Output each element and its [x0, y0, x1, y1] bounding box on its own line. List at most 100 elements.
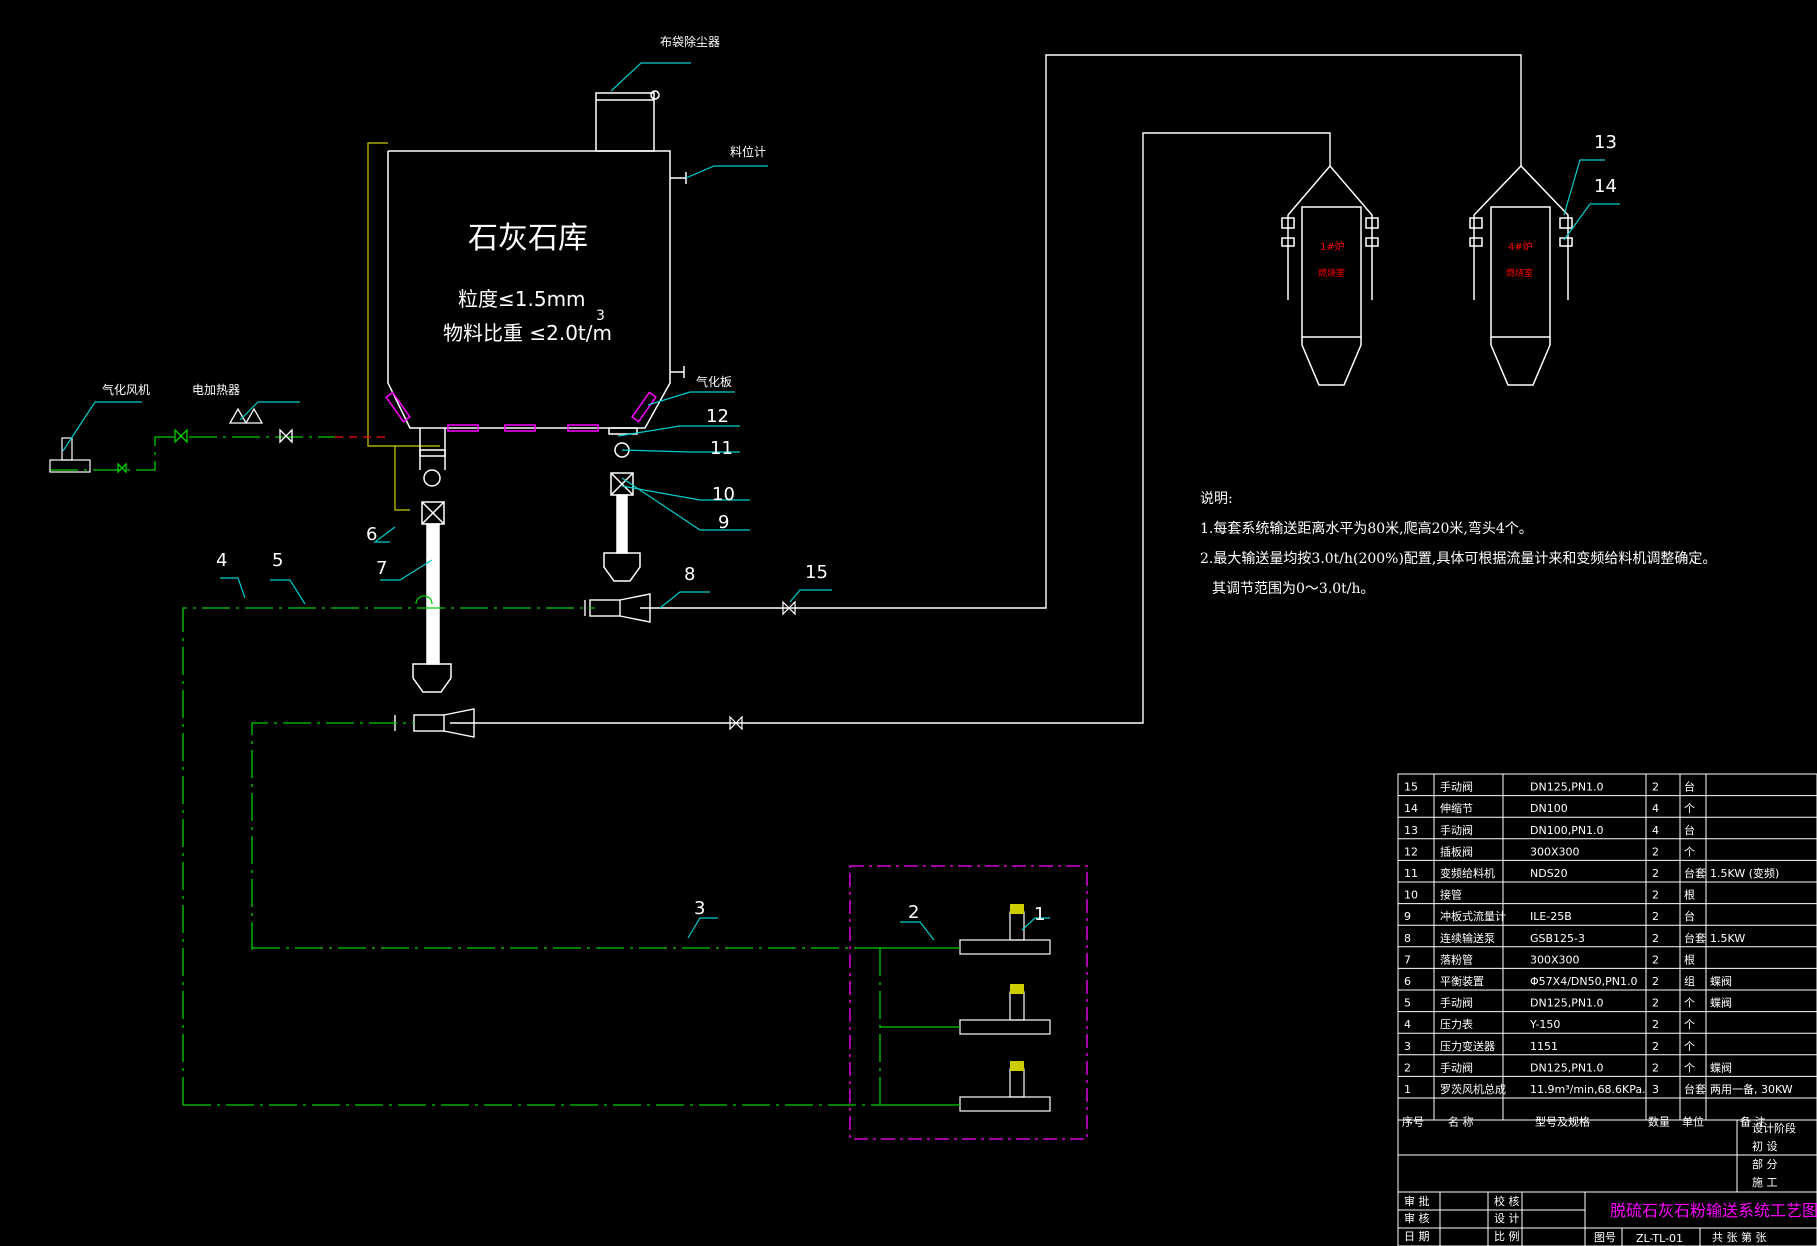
bom-cell-qty: 2 [1652, 997, 1659, 1010]
stage-2: 部 分 [1752, 1157, 1778, 1171]
bom-cell-spec: NDS20 [1530, 867, 1568, 880]
bom-cell-spec: DN125,PN1.0 [1530, 781, 1604, 794]
bom-cell-name: 压力表 [1440, 1017, 1473, 1031]
silo-spec-density-sup: 3 [596, 308, 605, 324]
callout-5: 5 [272, 550, 283, 571]
bom-cell-spec: DN100,PN1.0 [1530, 824, 1604, 837]
bom-cell-qty: 2 [1652, 867, 1659, 880]
bom-cell-remark: 蝶阀 [1710, 996, 1732, 1010]
bom-cell-no: 4 [1404, 1018, 1411, 1031]
bom-header-unit: 单位 [1682, 1115, 1704, 1129]
callout-4: 4 [216, 550, 227, 571]
bom-cell-name: 手动阀 [1440, 1060, 1473, 1074]
title-block [1398, 1155, 1817, 1246]
bom-cell-unit: 台套 [1684, 866, 1706, 880]
callout-3: 3 [694, 898, 705, 919]
conveying-pipes [394, 54, 1522, 738]
callout-6: 6 [366, 524, 377, 545]
bom-cell-name: 落粉管 [1440, 952, 1473, 966]
bom-cell-qty: 2 [1652, 845, 1659, 858]
level-meter-label: 料位计 [730, 144, 766, 159]
stage-label: 设计阶段 [1752, 1121, 1796, 1135]
callout-13: 13 [1594, 132, 1617, 153]
callout-11: 11 [710, 438, 733, 459]
stage-1: 初 设 [1752, 1139, 1778, 1153]
bom-cell-qty: 2 [1652, 1018, 1659, 1031]
silo-spec-particle: 粒度≤1.5mm [458, 287, 586, 311]
bom-cell-qty: 2 [1652, 889, 1659, 902]
bom-cell-unit: 台套 [1684, 931, 1706, 945]
bom-cell-unit: 台 [1684, 780, 1695, 794]
bom-cell-name: 连续输送泵 [1440, 931, 1495, 945]
bom-cell-unit: 根 [1684, 888, 1695, 902]
bom-cell-remark: 1.5KW (变频) [1710, 866, 1779, 880]
notes-line-2: 2.最大输送量均按3.0t/h(200%)配置,具体可根据流量计来和变频给料机调… [1200, 551, 1717, 567]
bom-cell-no: 12 [1404, 845, 1418, 858]
furnace-1-name: 1#炉 [1320, 241, 1345, 253]
bom-cell-spec: 300X300 [1530, 953, 1580, 966]
bom-cell-spec: 300X300 [1530, 845, 1580, 858]
notes-title: 说明: [1200, 491, 1233, 507]
bom-cell-no: 10 [1404, 889, 1418, 902]
bom-header-no: 序号 [1402, 1115, 1424, 1129]
sheets: 共 张 第 张 [1712, 1230, 1767, 1244]
air-pipes [50, 436, 881, 1106]
callout-14: 14 [1594, 176, 1617, 197]
bom-cell-qty: 2 [1652, 781, 1659, 794]
bom-header-name: 名 称 [1448, 1115, 1474, 1129]
bom-cell-no: 6 [1404, 975, 1411, 988]
bom-cell-no: 5 [1404, 997, 1411, 1010]
bom-cell-name: 伸缩节 [1440, 802, 1473, 815]
bom-cell-no: 7 [1404, 953, 1411, 966]
aeration-plates [385, 391, 657, 432]
bom-cell-spec: Φ57X4/DN50,PN1.0 [1530, 975, 1637, 988]
manual-valves [729, 600, 796, 731]
silo-title: 石灰石库 [468, 221, 588, 256]
drawing-title: 脱硫石灰石粉输送系统工艺图 [1610, 1201, 1817, 1220]
scale-label: 比 例 [1494, 1229, 1520, 1243]
bom-cell-unit: 台 [1684, 909, 1695, 923]
bom-cell-qty: 2 [1652, 910, 1659, 923]
bom-cell-name: 手动阀 [1440, 823, 1473, 837]
bom-header-remark: 备 注 [1740, 1115, 1766, 1129]
bom-cell-unit: 个 [1684, 802, 1695, 815]
callout-numbers: 1 2 3 4 5 6 7 8 9 10 11 12 13 14 15 [216, 132, 1617, 925]
blower-room [849, 865, 1088, 1140]
bom-cell-remark: 蝶阀 [1710, 974, 1732, 988]
notes-line-3: 其调节范围为0～3.0t/h。 [1212, 581, 1375, 597]
bom-cell-remark: 两用一备, 30KW [1710, 1082, 1793, 1096]
check-label: 校 核 [1494, 1194, 1520, 1208]
furnace-4-name: 4#炉 [1508, 241, 1533, 253]
bom-cell-qty: 2 [1652, 1061, 1659, 1074]
aeration-plate-label: 气化板 [696, 374, 732, 389]
balance-pipe [367, 142, 440, 447]
bom-cell-unit: 个 [1684, 1040, 1695, 1053]
bom-cell-no: 3 [1404, 1040, 1411, 1053]
bom-cell-no: 13 [1404, 824, 1418, 837]
roots-blowers [49, 437, 1051, 1112]
bom-cell-spec: 11.9m³/min,68.6KPa. [1530, 1083, 1646, 1096]
bom-cell-qty: 2 [1652, 975, 1659, 988]
callout-15: 15 [805, 562, 828, 583]
drawing-no: ZL-TL-01 [1636, 1232, 1683, 1245]
bom-cell-qty: 4 [1652, 824, 1659, 837]
bom-cell-qty: 2 [1652, 932, 1659, 945]
approve-label: 审 批 [1404, 1194, 1430, 1208]
bom-cell-no: 11 [1404, 867, 1418, 880]
bom-cell-no: 14 [1404, 802, 1418, 815]
leaders [62, 62, 1620, 941]
callout-10: 10 [712, 484, 735, 505]
design-notes: 说明: 1.每套系统输送距离水平为80米,爬高20米,弯头4个。 2.最大输送量… [1200, 484, 1716, 604]
bom-cell-name: 手动阀 [1440, 780, 1473, 794]
design-label: 设 计 [1494, 1212, 1520, 1225]
bom-cell-name: 插板阀 [1440, 844, 1473, 858]
bom-cell-unit: 个 [1684, 1061, 1695, 1074]
silo-outlets [412, 427, 641, 693]
bag-filter-label: 布袋除尘器 [660, 34, 720, 49]
callout-2: 2 [908, 902, 919, 923]
bom-cell-no: 1 [1404, 1083, 1411, 1096]
bom-cell-qty: 4 [1652, 802, 1659, 815]
bom-cell-name: 冲板式流量计 [1440, 909, 1506, 923]
